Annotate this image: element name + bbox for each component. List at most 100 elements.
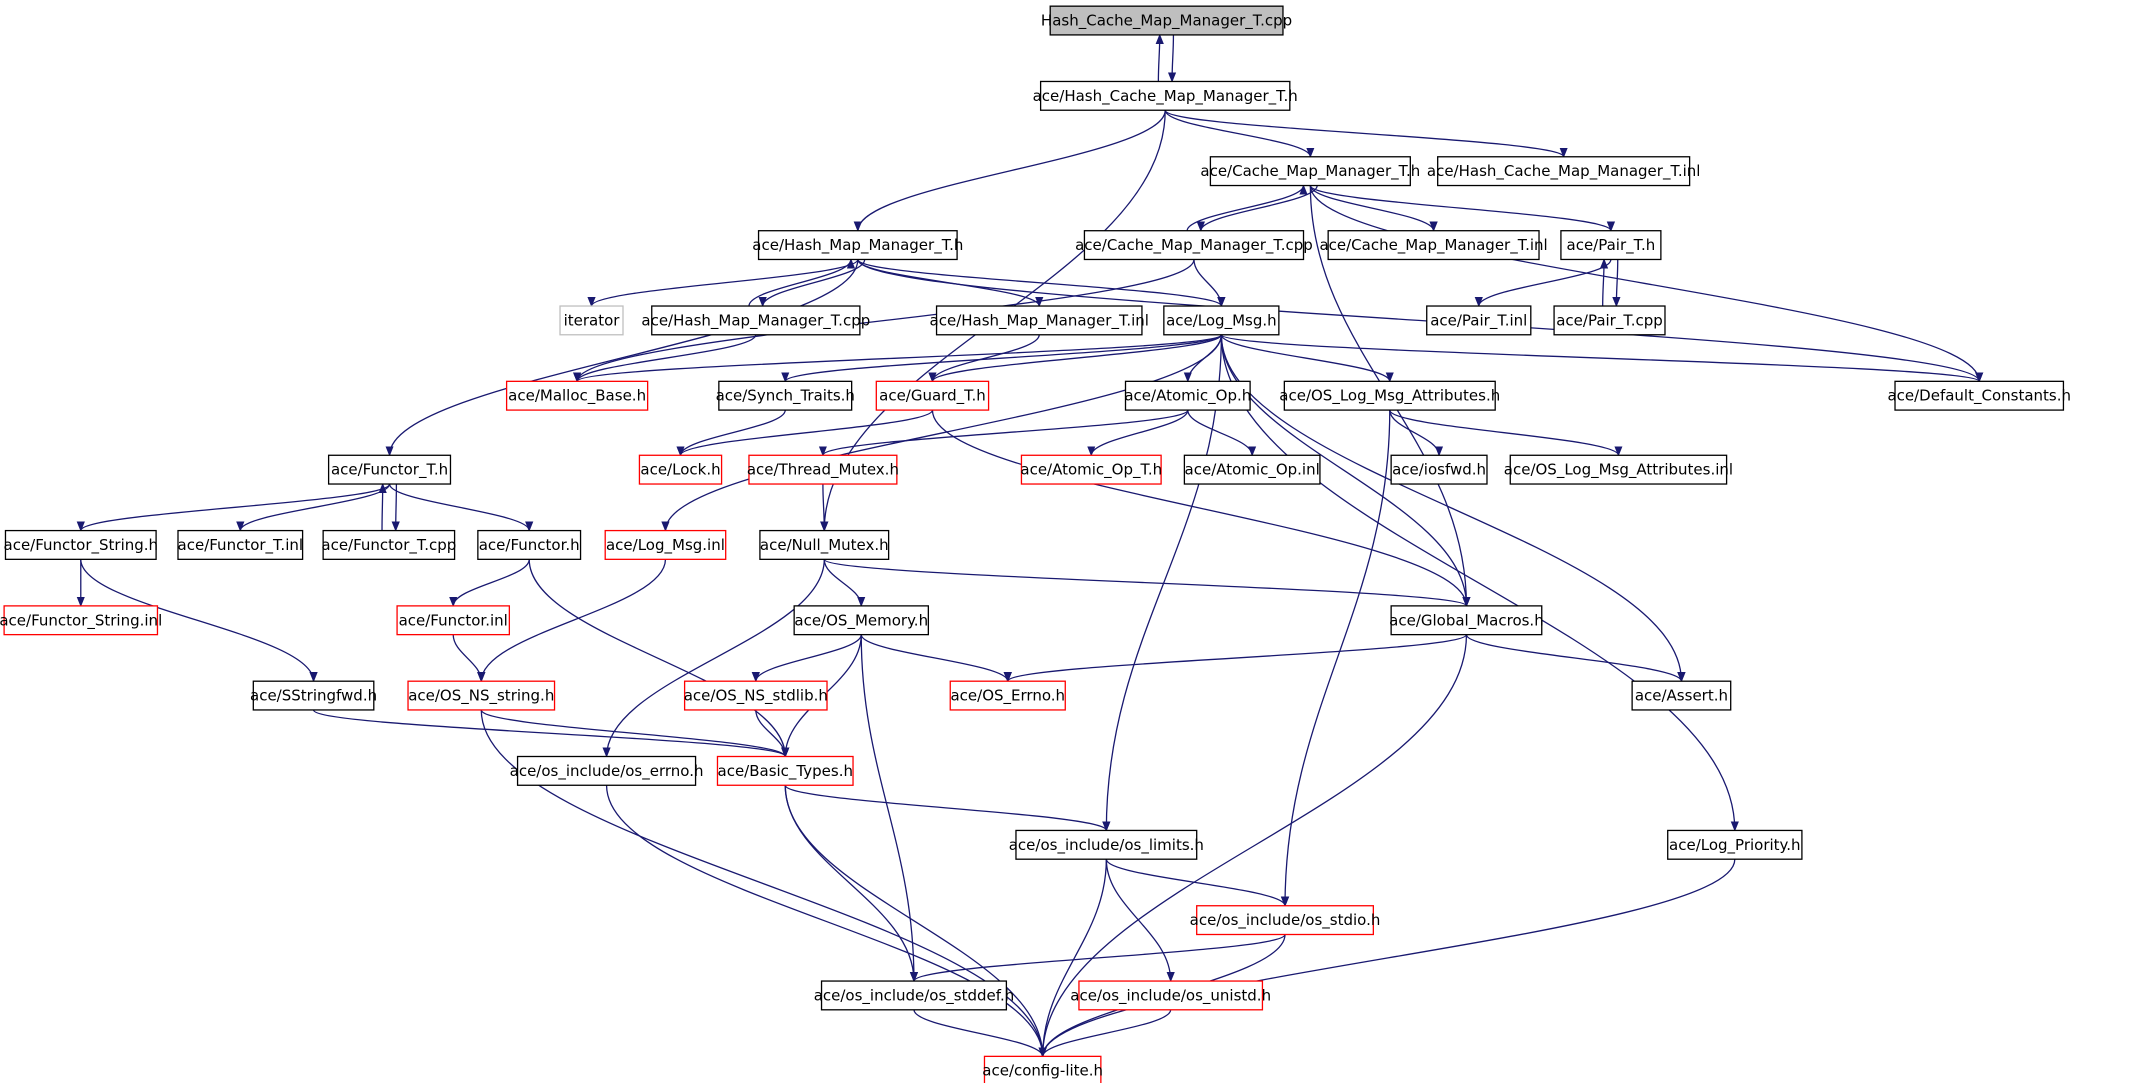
- node-ace-os-memory-h[interactable]: ace/OS_Memory.h: [793, 605, 929, 636]
- node-ace-cache-map-manager-t-inl[interactable]: ace/Cache_Map_Manager_T.inl: [1319, 230, 1548, 261]
- edge-nullmutex-to-osinc_errno: [607, 559, 825, 756]
- node-label: ace/Global_Macros.h: [1389, 611, 1544, 630]
- node-ace-hash-map-manager-t-inl[interactable]: ace/Hash_Map_Manager_T.inl: [930, 305, 1149, 336]
- node-label: ace/os_include/os_limits.h: [1009, 836, 1204, 855]
- node-ace-hash-map-manager-t-cpp[interactable]: ace/Hash_Map_Manager_T.cpp: [641, 305, 870, 336]
- node-label: ace/Hash_Cache_Map_Manager_T.h: [1033, 87, 1298, 106]
- edge-hmm_h-to-hmm_cpp: [763, 259, 866, 307]
- node-ace-synch-traits-h[interactable]: ace/Synch_Traits.h: [716, 380, 855, 411]
- edge-cmm_cpp-to-malloc: [577, 259, 1195, 382]
- node-label: ace/OS_NS_string.h: [408, 687, 554, 706]
- node-ace-os-errno-h[interactable]: ace/OS_Errno.h: [949, 680, 1066, 711]
- node-ace-functor-h[interactable]: ace/Functor.h: [477, 529, 582, 560]
- node-ace-hash-cache-map-manager-t-inl[interactable]: ace/Hash_Cache_Map_Manager_T.inl: [1427, 156, 1701, 187]
- node-label: ace/Functor_T.inl: [178, 536, 304, 555]
- edge-cmm_cpp-to-cmm_h: [1186, 185, 1303, 231]
- node-ace-os-include-os-errno-h[interactable]: ace/os_include/os_errno.h: [510, 755, 704, 786]
- node-label: ace/Hash_Cache_Map_Manager_T.inl: [1427, 162, 1701, 181]
- node-ace-hash-map-manager-t-h[interactable]: ace/Hash_Map_Manager_T.h: [752, 230, 963, 261]
- node-ace-os-include-os-unistd-h[interactable]: ace/os_include/os_unistd.h: [1070, 980, 1271, 1011]
- node-ace-os-include-os-limits-h[interactable]: ace/os_include/os_limits.h: [1009, 829, 1204, 860]
- edge-globalmacros-to-assert: [1465, 634, 1681, 682]
- node-ace-guard-t-h[interactable]: ace/Guard_T.h: [875, 380, 990, 411]
- node-ace-null-mutex-h[interactable]: ace/Null_Mutex.h: [759, 529, 890, 560]
- edge-osnsstdlib-to-basictypes: [755, 709, 785, 757]
- node-ace-cache-map-manager-t-cpp[interactable]: ace/Cache_Map_Manager_T.cpp: [1075, 230, 1313, 261]
- edge-basictypes-to-configlite: [784, 785, 1042, 1056]
- edge-cmm_h-to-pair_h: [1309, 184, 1611, 232]
- edge-hmm_h-to-defconst: [857, 259, 1979, 382]
- node-label: ace/Functor_T.cpp: [321, 536, 456, 555]
- node-ace-functor-t-cpp[interactable]: ace/Functor_T.cpp: [321, 529, 456, 560]
- node-ace-basic-types-h[interactable]: ace/Basic_Types.h: [716, 755, 854, 786]
- edge-atomic_h-to-atomic_t: [1091, 409, 1189, 456]
- node-label: ace/os_include/os_stddef.h: [814, 986, 1015, 1005]
- edge-root-to-hcmm_h: [1172, 34, 1173, 82]
- node-label: ace/Cache_Map_Manager_T.cpp: [1075, 236, 1313, 255]
- edge-logmsg_h-to-defconst: [1220, 334, 1979, 382]
- node-ace-atomic-op-h[interactable]: ace/Atomic_Op.h: [1124, 380, 1251, 411]
- node-ace-log-msg-h[interactable]: ace/Log_Msg.h: [1163, 305, 1280, 336]
- edge-hmm_h-to-iterator: [592, 258, 859, 307]
- node-ace-functor-t-inl[interactable]: ace/Functor_T.inl: [177, 529, 304, 560]
- node-label: iterator: [564, 311, 621, 329]
- edge-logmsg_h-to-globalmacros: [1220, 334, 1466, 606]
- node-ace-config-lite-h[interactable]: ace/config-lite.h: [982, 1055, 1103, 1083]
- edge-hmm_cpp-to-malloc: [577, 334, 757, 382]
- node-ace-iosfwd-h[interactable]: ace/iosfwd.h: [1390, 454, 1488, 485]
- node-label: ace/Functor.h: [479, 536, 580, 554]
- edge-cmm_cpp-to-logmsg_h: [1193, 259, 1221, 307]
- edge-functor_h-to-functor_inl: [453, 559, 530, 607]
- node-ace-os-ns-stdlib-h[interactable]: ace/OS_NS_stdlib.h: [684, 680, 828, 711]
- node-ace-lock-h[interactable]: ace/Lock.h: [638, 454, 723, 485]
- edge-osmemory-to-oserrno: [860, 634, 1008, 682]
- node-ace-functor-string-inl[interactable]: ace/Functor_String.inl: [0, 605, 162, 636]
- node-ace-os-log-msg-attributes-h[interactable]: ace/OS_Log_Msg_Attributes.h: [1279, 380, 1500, 411]
- node-label: ace/Basic_Types.h: [718, 762, 853, 781]
- node-label: ace/Atomic_Op.h: [1124, 387, 1251, 406]
- node-ace-log-priority-h[interactable]: ace/Log_Priority.h: [1667, 829, 1803, 860]
- node-ace-cache-map-manager-t-h[interactable]: ace/Cache_Map_Manager_T.h: [1200, 156, 1420, 187]
- node-ace-pair-t-cpp[interactable]: ace/Pair_T.cpp: [1553, 305, 1666, 336]
- edge-functor_t_h-to-functor_t_cpp: [396, 484, 397, 531]
- edge-cmm_h-to-cmm_inl: [1309, 185, 1433, 231]
- node-hash-cache-map-manager-t-cpp: Hash_Cache_Map_Manager_T.cpp: [1041, 5, 1292, 36]
- edge-atomic_h-to-atomic_inl: [1187, 409, 1252, 456]
- edge-logmsg_h-to-synch: [785, 334, 1222, 382]
- node-ace-pair-t-inl[interactable]: ace/Pair_T.inl: [1426, 305, 1532, 336]
- node-ace-atomic-op-t-h[interactable]: ace/Atomic_Op_T.h: [1020, 454, 1162, 485]
- node-ace-functor-string-h[interactable]: ace/Functor_String.h: [4, 529, 159, 560]
- node-label: ace/Guard_T.h: [879, 387, 986, 406]
- node-ace-global-macros-h[interactable]: ace/Global_Macros.h: [1389, 605, 1544, 636]
- edge-osstddef-to-configlite: [913, 1009, 1043, 1057]
- node-ace-functor-t-h[interactable]: ace/Functor_T.h: [327, 454, 452, 485]
- node-ace-malloc-base-h[interactable]: ace/Malloc_Base.h: [505, 380, 649, 411]
- node-label: ace/config-lite.h: [982, 1062, 1103, 1080]
- node-ace-sstringfwd-h[interactable]: ace/SStringfwd.h: [250, 680, 377, 711]
- node-ace-functor-inl[interactable]: ace/Functor.inl: [396, 605, 511, 636]
- edge-cmm_h-to-defconst: [1309, 185, 1979, 382]
- node-ace-hash-cache-map-manager-t-h[interactable]: ace/Hash_Cache_Map_Manager_T.h: [1033, 80, 1298, 111]
- node-ace-os-include-os-stdio-h[interactable]: ace/os_include/os_stdio.h: [1190, 905, 1381, 936]
- node-ace-os-ns-string-h[interactable]: ace/OS_NS_string.h: [407, 680, 556, 711]
- edge-hcmm_h-to-hmm_h: [858, 110, 1166, 231]
- edge-functor_t_h-to-functor_t_inl: [240, 483, 391, 531]
- edge-globalmacros-to-oserrno: [1008, 634, 1468, 682]
- node-ace-thread-mutex-h[interactable]: ace/Thread_Mutex.h: [747, 454, 899, 485]
- node-ace-assert-h[interactable]: ace/Assert.h: [1631, 680, 1732, 711]
- node-label: ace/Functor_T.h: [331, 461, 448, 480]
- node-ace-os-log-msg-attributes-inl[interactable]: ace/OS_Log_Msg_Attributes.inl: [1504, 454, 1733, 485]
- node-ace-pair-t-h[interactable]: ace/Pair_T.h: [1560, 230, 1662, 261]
- node-label: ace/Functor.inl: [399, 611, 508, 629]
- node-label: Hash_Cache_Map_Manager_T.cpp: [1041, 12, 1292, 31]
- node-label: ace/Log_Msg.h: [1166, 311, 1277, 330]
- edge-basictypes-to-oslimits: [784, 784, 1106, 832]
- node-ace-atomic-op-inl[interactable]: ace/Atomic_Op.inl: [1183, 454, 1321, 485]
- node-ace-os-include-os-stddef-h[interactable]: ace/os_include/os_stddef.h: [814, 980, 1015, 1011]
- node-label: ace/Hash_Map_Manager_T.h: [752, 236, 963, 255]
- edge-osmemory-to-osstddef: [860, 634, 914, 981]
- edge-globalmacros-to-configlite: [1043, 634, 1468, 1057]
- node-ace-log-msg-inl[interactable]: ace/Log_Msg.inl: [604, 529, 727, 560]
- node-label: ace/SStringfwd.h: [250, 687, 377, 705]
- node-ace-default-constants-h[interactable]: ace/Default_Constants.h: [1887, 380, 2071, 411]
